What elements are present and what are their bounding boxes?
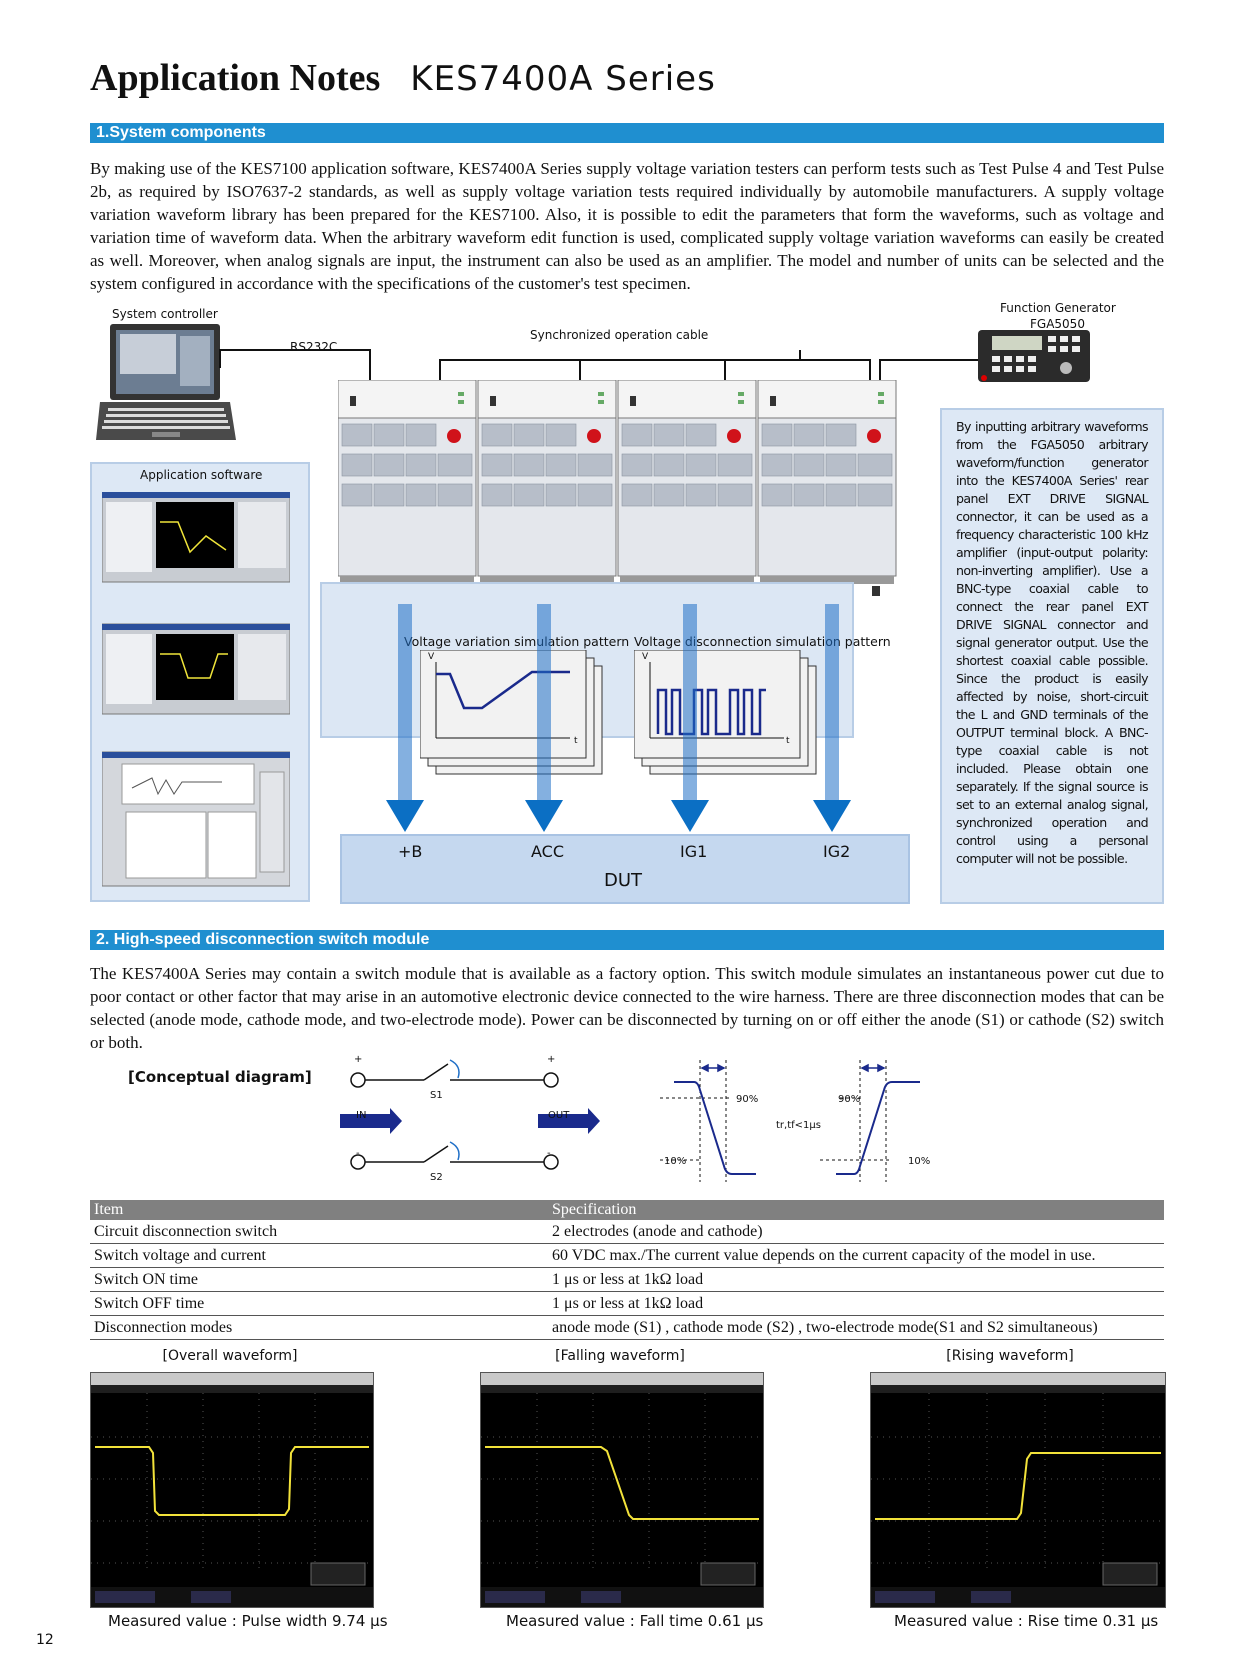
overall-measured-value: Measured value : Pulse width 9.74 μs bbox=[108, 1612, 388, 1630]
item-cell: Disconnection modes bbox=[90, 1315, 548, 1340]
terminal-ig2: IG2 bbox=[823, 842, 851, 861]
header-spec: Specification bbox=[548, 1200, 1164, 1220]
p10-left: 10% bbox=[664, 1156, 687, 1167]
spec-cell: 2 electrodes (anode and cathode) bbox=[548, 1220, 1164, 1244]
kes7400a-units bbox=[338, 380, 897, 597]
s2-label: S2 bbox=[430, 1172, 443, 1183]
page-title: Application Notes KES7400A Series bbox=[90, 56, 716, 100]
s1-label: S1 bbox=[430, 1090, 443, 1101]
spec-table: Item Specification Circuit disconnection… bbox=[90, 1200, 1164, 1340]
app-software-label: Application software bbox=[140, 468, 263, 482]
falling-waveform-scope bbox=[480, 1372, 764, 1608]
out-label: OUT bbox=[548, 1110, 570, 1121]
note-text: By inputting arbitrary waveforms from th… bbox=[956, 419, 1149, 866]
title-main: Application Notes bbox=[90, 57, 381, 99]
table-row: Switch ON time 1 μs or less at 1kΩ load bbox=[90, 1267, 1164, 1292]
item-cell: Switch ON time bbox=[90, 1267, 548, 1292]
item-cell: Circuit disconnection switch bbox=[90, 1220, 548, 1244]
item-cell: Switch OFF time bbox=[90, 1291, 548, 1316]
terminal-ig1: IG1 bbox=[680, 842, 708, 861]
item-cell: Switch voltage and current bbox=[90, 1243, 548, 1268]
p90-left: 90% bbox=[736, 1094, 759, 1105]
s2-minus-left: - bbox=[356, 1148, 360, 1159]
output-arrows bbox=[386, 604, 851, 832]
screenshot-3 bbox=[102, 751, 290, 887]
section-1-heading: 1.System components bbox=[90, 123, 1164, 143]
axis-v-right: V bbox=[642, 652, 649, 662]
dut-box bbox=[340, 834, 910, 904]
s2-minus-right: - bbox=[547, 1148, 551, 1159]
cables bbox=[219, 349, 1000, 382]
axis-t-left: t bbox=[574, 736, 578, 746]
rise-fall-diagram bbox=[660, 1060, 920, 1182]
function-generator-label: Function Generator bbox=[1000, 301, 1116, 315]
table-row: Circuit disconnection switch 2 electrode… bbox=[90, 1220, 1164, 1244]
s1-plus-left: + bbox=[354, 1054, 363, 1065]
section-1-paragraph: By making use of the KES7100 application… bbox=[90, 159, 1164, 293]
app-screenshots bbox=[102, 492, 290, 887]
spec-cell: 60 VDC max./The current value depends on… bbox=[548, 1243, 1164, 1268]
section-2-heading: 2. High-speed disconnection switch modul… bbox=[90, 930, 1164, 950]
voltage-variation-label: Voltage variation simulation pattern bbox=[404, 634, 630, 649]
screenshot-1 bbox=[102, 492, 290, 583]
axis-t-right: t bbox=[786, 736, 790, 746]
rising-waveform-scope bbox=[870, 1372, 1166, 1608]
note-panel bbox=[940, 408, 1164, 904]
spec-cell: anode mode (S1) , cathode mode (S2) , tw… bbox=[548, 1315, 1164, 1340]
disconnection-pattern-graph bbox=[634, 650, 817, 775]
section-2-paragraph: The KES7400A Series may contain a switch… bbox=[90, 964, 1164, 1052]
p90-right: 90% bbox=[838, 1094, 861, 1105]
screenshot-2 bbox=[102, 623, 290, 715]
switch-diagram bbox=[340, 1059, 600, 1170]
dut-label: DUT bbox=[604, 870, 643, 891]
p10-right: 10% bbox=[908, 1156, 931, 1167]
table-row: Switch OFF time 1 μs or less at 1kΩ load bbox=[90, 1291, 1164, 1316]
title-series: KES7400A Series bbox=[410, 59, 716, 99]
table-row: Switch voltage and current 60 VDC max./T… bbox=[90, 1243, 1164, 1268]
system-controller-label: System controller bbox=[112, 307, 218, 321]
falling-waveform-title: [Falling waveform] bbox=[555, 1348, 685, 1364]
axis-v-left: V bbox=[428, 652, 435, 662]
header-item: Item bbox=[90, 1200, 548, 1220]
spec-header-row: Item Specification bbox=[90, 1200, 1164, 1220]
page-number: 12 bbox=[36, 1632, 54, 1648]
rising-waveform-title: [Rising waveform] bbox=[946, 1348, 1074, 1364]
conceptual-title: [Conceptual diagram] bbox=[128, 1068, 312, 1086]
overall-waveform-title: [Overall waveform] bbox=[162, 1348, 298, 1364]
spec-cell: 1 μs or less at 1kΩ load bbox=[548, 1291, 1164, 1316]
overall-waveform-scope bbox=[90, 1372, 374, 1608]
table-row: Disconnection modes anode mode (S1) , ca… bbox=[90, 1315, 1164, 1340]
fga-label: FGA5050 bbox=[1030, 317, 1085, 331]
laptop-icon bbox=[96, 324, 236, 440]
trtf-label: tr,tf<1μs bbox=[776, 1120, 821, 1131]
falling-measured-value: Measured value : Fall time 0.61 μs bbox=[506, 1612, 764, 1630]
terminal-b: +B bbox=[398, 842, 423, 861]
spec-cell: 1 μs or less at 1kΩ load bbox=[548, 1267, 1164, 1292]
rising-measured-value: Measured value : Rise time 0.31 μs bbox=[894, 1612, 1159, 1630]
function-generator-icon bbox=[978, 330, 1090, 382]
terminal-acc: ACC bbox=[531, 842, 565, 861]
sync-cable-label: Synchronized operation cable bbox=[530, 328, 709, 342]
in-label: IN bbox=[356, 1110, 367, 1121]
s1-plus-right: + bbox=[547, 1054, 556, 1065]
